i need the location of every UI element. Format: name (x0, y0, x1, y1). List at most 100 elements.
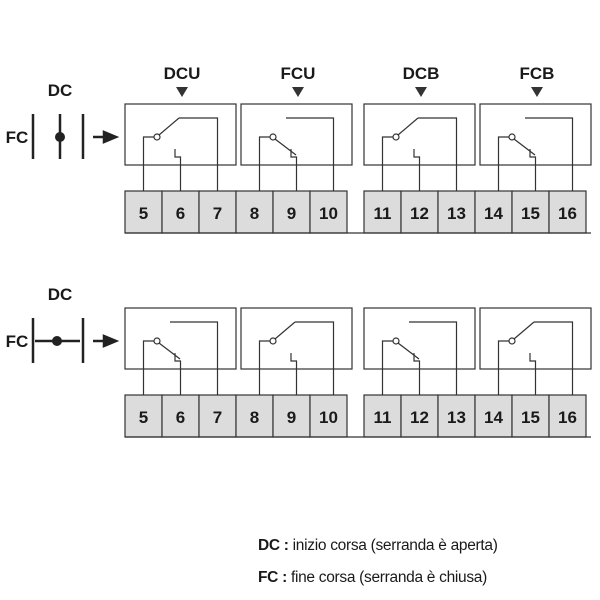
switch-housing (240, 103, 353, 166)
switch-blade (274, 321, 296, 340)
terminal-number: 8 (250, 408, 259, 427)
switch-blade (397, 342, 420, 360)
switch-housing (479, 307, 592, 370)
switch-dcb (363, 307, 476, 395)
switch-blade (274, 138, 297, 156)
switch-housing (363, 307, 476, 370)
terminal-14: 14 (474, 394, 513, 438)
pivot-icon (392, 337, 400, 345)
terminal-10: 10 (309, 190, 348, 234)
terminal-number: 6 (176, 408, 185, 427)
switch-housing (479, 103, 592, 166)
switch-housing (124, 103, 237, 166)
legend-dc-key: DC : (258, 537, 289, 554)
switch-blade (513, 321, 535, 340)
terminal-number: 9 (287, 204, 296, 223)
terminal-number: 16 (558, 204, 577, 223)
terminal-cell (474, 190, 513, 234)
switch-housing (124, 307, 237, 370)
terminal-cell (161, 394, 200, 438)
terminal-number: 14 (484, 408, 503, 427)
common-wire (497, 340, 509, 395)
fc-symbol-label: FC (6, 332, 29, 351)
terminal-13: 13 (437, 190, 476, 234)
contact-wire (174, 149, 182, 191)
pivot-icon (392, 133, 400, 141)
terminal-cell (474, 394, 513, 438)
contact-wire (409, 321, 458, 395)
terminal-5: 5 (124, 190, 163, 234)
pointer-arrow-icon (292, 87, 304, 97)
contact-wire (174, 353, 182, 395)
terminal-cell (400, 190, 439, 234)
terminal-10: 10 (309, 394, 348, 438)
terminal-16: 16 (548, 394, 587, 438)
pivot-icon (508, 337, 516, 345)
pivot-icon (153, 133, 161, 141)
terminal-5: 5 (124, 394, 163, 438)
common-wire (258, 136, 270, 191)
switch-label-fcb: FCB (520, 64, 555, 83)
legend-fc-text: fine corsa (serranda è chiusa) (286, 569, 487, 586)
terminal-cell (548, 394, 587, 438)
cam-dot-icon (55, 132, 65, 142)
terminal-12: 12 (400, 190, 439, 234)
switch-dcb (363, 103, 476, 191)
legend-fc: FC : fine corsa (serranda è chiusa) (258, 569, 487, 587)
pointer-arrow-icon (415, 87, 427, 97)
terminal-11: 11 (363, 394, 402, 438)
switch-housing (363, 103, 476, 166)
switch-dcu (124, 307, 237, 395)
terminal-number: 16 (558, 408, 577, 427)
switch-housing (240, 307, 353, 370)
contact-wire (295, 321, 335, 395)
terminal-12: 12 (400, 394, 439, 438)
contact-wire (529, 353, 537, 395)
dc-symbol-label: DC (48, 285, 73, 304)
terminal-14: 14 (474, 190, 513, 234)
pivot-icon (508, 133, 516, 141)
switch-fcu (240, 103, 353, 191)
switch-fcb (479, 307, 592, 395)
contact-wire (290, 353, 298, 395)
terminal-15: 15 (511, 394, 550, 438)
contact-wire (290, 149, 298, 191)
terminal-6: 6 (161, 190, 200, 234)
terminal-cell (437, 190, 476, 234)
legend-fc-key: FC : (258, 569, 287, 586)
contact-wire (529, 149, 537, 191)
terminal-number: 13 (447, 204, 466, 223)
common-wire (381, 136, 393, 191)
terminal-9: 9 (272, 394, 311, 438)
switch-blade (158, 342, 181, 360)
switch-blade (158, 117, 180, 136)
common-wire (381, 340, 393, 395)
terminal-8: 8 (235, 190, 274, 234)
terminal-cell (235, 394, 274, 438)
terminal-number: 15 (521, 204, 540, 223)
terminal-cell (309, 394, 348, 438)
arrow-right-icon (93, 130, 120, 144)
contact-wire (418, 117, 458, 191)
terminal-number: 10 (319, 204, 338, 223)
fc-symbol-label: FC (6, 128, 29, 147)
terminal-cell (198, 190, 237, 234)
terminal-6: 6 (161, 394, 200, 438)
terminal-number: 5 (139, 408, 148, 427)
pointer-arrow-icon (531, 87, 543, 97)
terminal-cell (400, 394, 439, 438)
pointer-arrow-icon (176, 87, 188, 97)
terminal-number: 8 (250, 204, 259, 223)
common-wire (497, 136, 509, 191)
switch-label-dcu: DCU (164, 64, 201, 83)
terminal-cell (124, 190, 163, 234)
dc-symbol-label: DC (48, 81, 73, 100)
terminal-number: 7 (213, 204, 222, 223)
terminal-number: 15 (521, 408, 540, 427)
terminal-cell (511, 394, 550, 438)
terminal-number: 6 (176, 204, 185, 223)
switch-blade (397, 117, 419, 136)
